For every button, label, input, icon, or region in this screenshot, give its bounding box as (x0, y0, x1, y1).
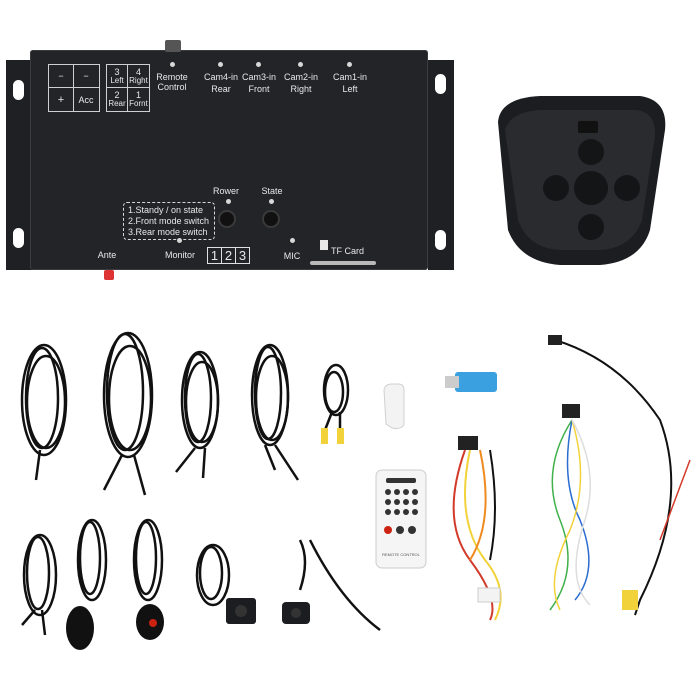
camera-number-grid: 3 Left 4 Right 2 Rear 1 Fornt (106, 64, 150, 112)
usb-plug (445, 376, 459, 388)
power-plus-label: + (57, 94, 65, 106)
mode-number-3: 3 (235, 247, 250, 264)
camera-cable-coil (298, 539, 381, 631)
remote-control-label: Remote (156, 72, 188, 82)
cable-coil (20, 343, 68, 481)
cam-grid-3: 3 (114, 67, 120, 77)
antenna-connector (104, 270, 114, 280)
remote-down-button (578, 214, 604, 240)
mode-2-text: 2.Front mode switch (128, 216, 210, 226)
rca-connector-red (337, 428, 344, 444)
reverse-signal-wire (554, 339, 673, 616)
cam1-position-label: Left (342, 84, 358, 94)
state-label: State (261, 186, 283, 196)
mode-1-text: 1.Standy / on state (128, 205, 204, 215)
remote-up-button (578, 139, 604, 165)
rower-led (226, 199, 231, 204)
cam-grid-4-label: Right (129, 76, 148, 85)
monitor-label: Monitor (164, 250, 195, 260)
mic-led (290, 238, 295, 243)
rower-button[interactable] (220, 212, 234, 226)
tf-card-slot[interactable] (310, 261, 376, 265)
cam-grid-1: 1 (135, 90, 141, 100)
cam-grid-2: 2 (114, 90, 120, 100)
rower-label: Rower (212, 186, 239, 196)
monitor-led (177, 238, 182, 243)
state-button[interactable] (264, 212, 278, 226)
red-wire (659, 459, 691, 541)
power-minus-label: − (58, 71, 64, 81)
power-harness (452, 449, 502, 621)
cable-coil (175, 350, 220, 479)
signal-connector (562, 404, 580, 418)
right-mounting-flange (428, 60, 454, 270)
rca-cable-coil (322, 363, 350, 431)
cam2-in-label: Cam2-in (283, 72, 318, 82)
camera-cable-coil (76, 518, 108, 602)
remote-port-led (170, 62, 175, 67)
sd-key-tool (383, 383, 405, 430)
remote-ir-window (578, 121, 598, 133)
mounting-hole (435, 74, 446, 94)
left-mounting-flange (6, 60, 32, 270)
rca-connector-yellow (321, 428, 328, 444)
camera-cable-coil (21, 533, 58, 636)
mounting-hole (13, 80, 24, 100)
remote-center-button (574, 171, 608, 205)
side-camera (66, 606, 94, 650)
dvr-control-box (30, 50, 428, 270)
cam1-port-led (347, 62, 352, 67)
cam2-position-label: Right (290, 84, 312, 94)
camera-cable-coil (132, 518, 164, 602)
power-acc-label: Acc (78, 95, 94, 105)
rca-connector-yellow-end (622, 590, 638, 610)
cam-grid-4: 4 (135, 67, 141, 77)
cam-grid-3-label: Left (110, 76, 124, 85)
camera-lens (291, 608, 301, 618)
cam4-port-led (218, 62, 223, 67)
cable-coil (102, 331, 154, 496)
cam3-port-led (256, 62, 261, 67)
mounting-hole (13, 228, 24, 248)
sd-card-icon (320, 240, 328, 250)
cam4-position-label: Rear (211, 84, 231, 94)
camera-cable-coil (195, 543, 231, 607)
mounting-hole (435, 230, 446, 250)
cable-coil (250, 343, 300, 481)
camera-lens-red (149, 619, 157, 627)
remote-right-button (614, 175, 640, 201)
ir-remote-label: REMOTE CONTROL (382, 552, 420, 557)
cam3-position-label: Front (248, 84, 270, 94)
tf-card-label: TF Card (331, 246, 365, 256)
cam-grid-2-label: Rear (108, 99, 126, 108)
cam2-port-led (298, 62, 303, 67)
signal-harness (549, 419, 591, 611)
camera-lens (235, 605, 247, 617)
ir-remote-buttons (384, 478, 418, 534)
state-led (269, 199, 274, 204)
ante-label: Ante (97, 250, 117, 260)
mode-legend-box (123, 202, 215, 240)
mode-3-text: 3.Rear mode switch (128, 227, 208, 237)
cam3-in-label: Cam3-in (241, 72, 276, 82)
cam4-in-label: Cam4-in (203, 72, 238, 82)
remote-control-label: Control (157, 82, 187, 92)
fuse-holder (458, 436, 478, 450)
remote-left-button (543, 175, 569, 201)
mic-label: MIC (283, 251, 301, 261)
harness-connector (477, 587, 501, 603)
power-terminal-grid: − − + Acc (48, 64, 100, 112)
cam-grid-1-label: Fornt (129, 99, 148, 108)
power-minus-label: − (83, 71, 89, 81)
remote-port-jack (165, 40, 181, 52)
connector-plug (548, 335, 562, 345)
cam1-in-label: Cam1-in (332, 72, 367, 82)
usb-card-reader (455, 372, 497, 392)
